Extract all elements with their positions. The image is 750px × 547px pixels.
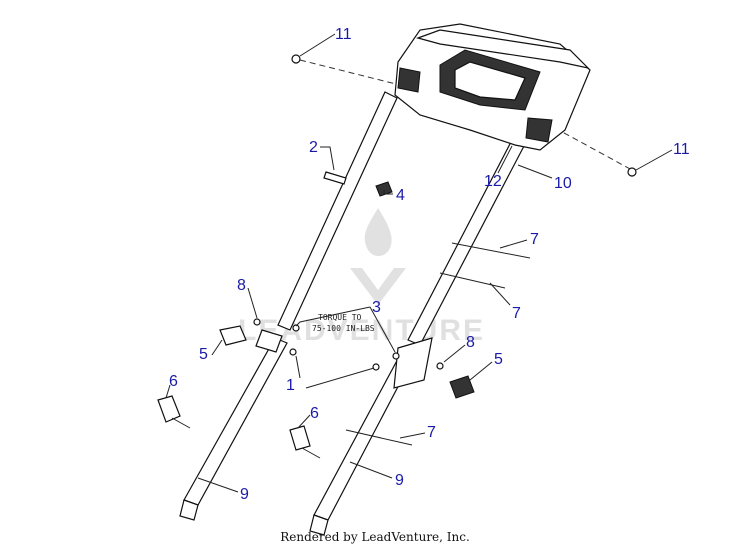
part-2-cable-end — [323, 171, 347, 185]
part-6-knob-left — [157, 395, 191, 429]
callout-7-bottom: 7 — [427, 424, 436, 441]
part-4-clip — [375, 181, 393, 197]
part-5-knob-left — [219, 325, 247, 346]
callout-6-left: 6 — [169, 373, 178, 390]
callout-2: 2 — [309, 139, 318, 156]
part-11-left-screw — [291, 54, 301, 64]
callout-7-middle: 7 — [512, 305, 521, 322]
handle-console — [394, 23, 591, 151]
callout-4: 4 — [396, 187, 405, 204]
left-handle-tube — [179, 91, 398, 521]
part-5-knob-right — [449, 375, 475, 399]
part-3-nut — [292, 324, 400, 360]
part-7-rods — [345, 242, 531, 446]
callout-9-left: 9 — [240, 486, 249, 503]
callout-1: 1 — [286, 377, 295, 394]
callout-8-left: 8 — [237, 277, 246, 294]
part-8-bolts — [253, 318, 444, 370]
torque-note-line-2: 75-100 IN-LBS — [312, 324, 375, 333]
left-pivot-bracket — [255, 329, 283, 353]
callout-6-right: 6 — [310, 405, 319, 422]
part-6-knob-right — [289, 425, 321, 459]
callout-10: 10 — [554, 175, 572, 192]
callout-8-right: 8 — [466, 334, 475, 351]
callout-11-left: 11 — [335, 26, 352, 43]
callout-12: 12 — [484, 173, 502, 190]
torque-note-line-1: TORQUE TO — [318, 313, 362, 322]
callout-11-right: 11 — [673, 141, 690, 158]
callout-5-left: 5 — [199, 346, 208, 363]
part-11-right-screw — [627, 167, 637, 177]
callout-5-right: 5 — [494, 351, 503, 368]
assembly-line-11-right — [554, 127, 633, 171]
callout-3: 3 — [372, 299, 381, 316]
right-handle-tube — [309, 139, 525, 536]
callout-7-top: 7 — [530, 231, 539, 248]
render-credit: Rendered by LeadVenture, Inc. — [280, 530, 470, 544]
leader-lines — [165, 33, 673, 493]
part-1-bolt — [289, 348, 380, 371]
callout-9-right: 9 — [395, 472, 404, 489]
right-pivot-bracket — [393, 337, 433, 389]
